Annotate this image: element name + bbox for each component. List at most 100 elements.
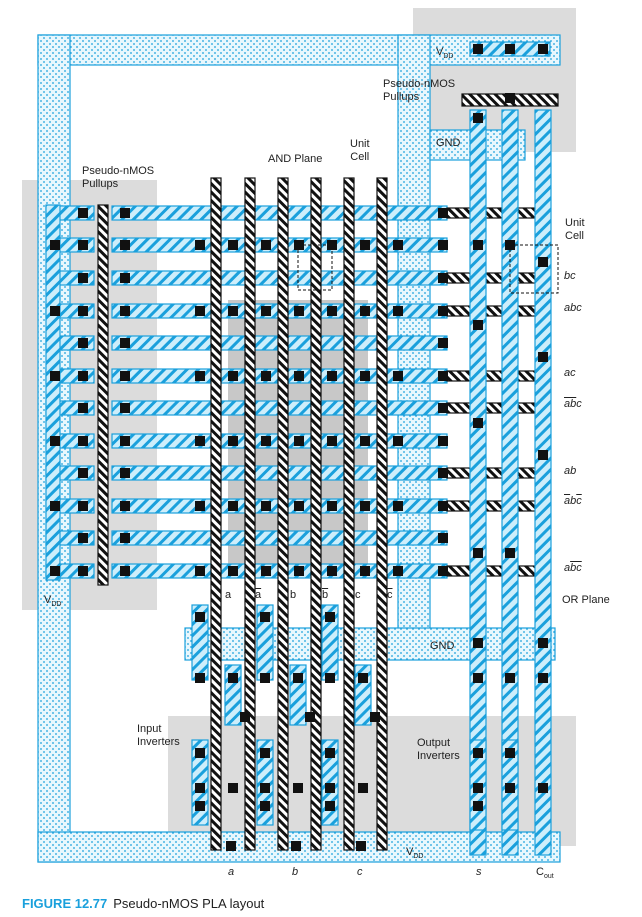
or-plane-poly-4: [446, 402, 549, 414]
product-term-label: ab: [564, 465, 577, 477]
gnd-top-label: GND: [436, 137, 461, 149]
contact: [473, 44, 483, 54]
contact: [473, 673, 483, 683]
contact: [195, 612, 205, 622]
contact: [195, 306, 205, 316]
contact: [370, 712, 380, 722]
contact: [78, 501, 88, 511]
contact: [505, 748, 515, 758]
vdd-left-label: VDD: [44, 594, 62, 609]
contact: [291, 841, 301, 851]
figure-title: Pseudo-nMOS PLA layout: [113, 896, 265, 911]
contact: [360, 566, 370, 576]
contact: [120, 306, 130, 316]
or-plane-poly-2: [446, 305, 549, 317]
gnd-mid-label: GND: [430, 640, 455, 652]
contact: [195, 240, 205, 250]
contact: [78, 371, 88, 381]
contact: [261, 436, 271, 446]
contact: [325, 612, 335, 622]
pullups-top-label: Pseudo-nMOS Pullups: [383, 78, 456, 103]
contact: [228, 783, 238, 793]
contact: [393, 436, 403, 446]
pullups-left-label: Pseudo-nMOS Pullups: [82, 165, 155, 190]
contact: [261, 371, 271, 381]
contact: [325, 783, 335, 793]
contact: [50, 240, 60, 250]
contact: [294, 371, 304, 381]
contact: [438, 306, 448, 316]
or-plane-label: OR Plane: [562, 594, 610, 606]
contact: [360, 371, 370, 381]
contact: [438, 273, 448, 283]
contact: [120, 273, 130, 283]
contact: [261, 240, 271, 250]
or-plane-poly-6: [446, 500, 549, 512]
contact: [473, 418, 483, 428]
contact: [78, 273, 88, 283]
input-poly-2: [277, 177, 289, 851]
contact: [195, 783, 205, 793]
contact: [305, 712, 315, 722]
contact: [473, 638, 483, 648]
contact: [327, 436, 337, 446]
contact: [50, 306, 60, 316]
output-cout-label: Cout: [536, 866, 554, 881]
figure-number: FIGURE 12.77: [22, 896, 108, 911]
input-poly-0: [210, 177, 222, 851]
contact: [538, 783, 548, 793]
contact: [195, 436, 205, 446]
contact: [228, 566, 238, 576]
contact: [438, 403, 448, 413]
contact: [120, 533, 130, 543]
contact: [538, 450, 548, 460]
and-plane-label: AND Plane: [268, 153, 323, 165]
contact: [260, 783, 270, 793]
contact: [78, 566, 88, 576]
input-a-label: a: [228, 866, 235, 878]
contact: [120, 403, 130, 413]
contact: [78, 533, 88, 543]
contact: [438, 533, 448, 543]
contact: [438, 240, 448, 250]
input-c-label: c: [357, 866, 363, 878]
contact: [358, 673, 368, 683]
contact: [327, 501, 337, 511]
contact: [438, 501, 448, 511]
contact: [50, 436, 60, 446]
contact: [360, 240, 370, 250]
input-line-label: b: [290, 589, 297, 601]
contact: [228, 673, 238, 683]
contact: [50, 501, 60, 511]
contact: [261, 566, 271, 576]
contact: [228, 501, 238, 511]
contact: [473, 748, 483, 758]
contact: [120, 240, 130, 250]
or-plane-column-2: [534, 109, 552, 856]
contact: [438, 566, 448, 576]
contact: [438, 468, 448, 478]
contact: [195, 748, 205, 758]
contact: [120, 338, 130, 348]
contact: [260, 801, 270, 811]
contact: [228, 371, 238, 381]
unit-cell-box-or: [509, 244, 559, 294]
contact: [78, 338, 88, 348]
vdd-bottom-label: VDD: [406, 846, 424, 861]
contact: [50, 566, 60, 576]
contact: [438, 338, 448, 348]
gnd-rail-mid: [184, 627, 556, 661]
contact: [327, 566, 337, 576]
contact: [78, 403, 88, 413]
contact: [393, 371, 403, 381]
contact: [325, 673, 335, 683]
contact: [505, 673, 515, 683]
contact: [195, 501, 205, 511]
contact: [260, 673, 270, 683]
pullup-column: [45, 204, 61, 581]
contact: [473, 240, 483, 250]
contact: [327, 240, 337, 250]
contact: [327, 371, 337, 381]
or-plane-poly-1: [446, 272, 549, 284]
